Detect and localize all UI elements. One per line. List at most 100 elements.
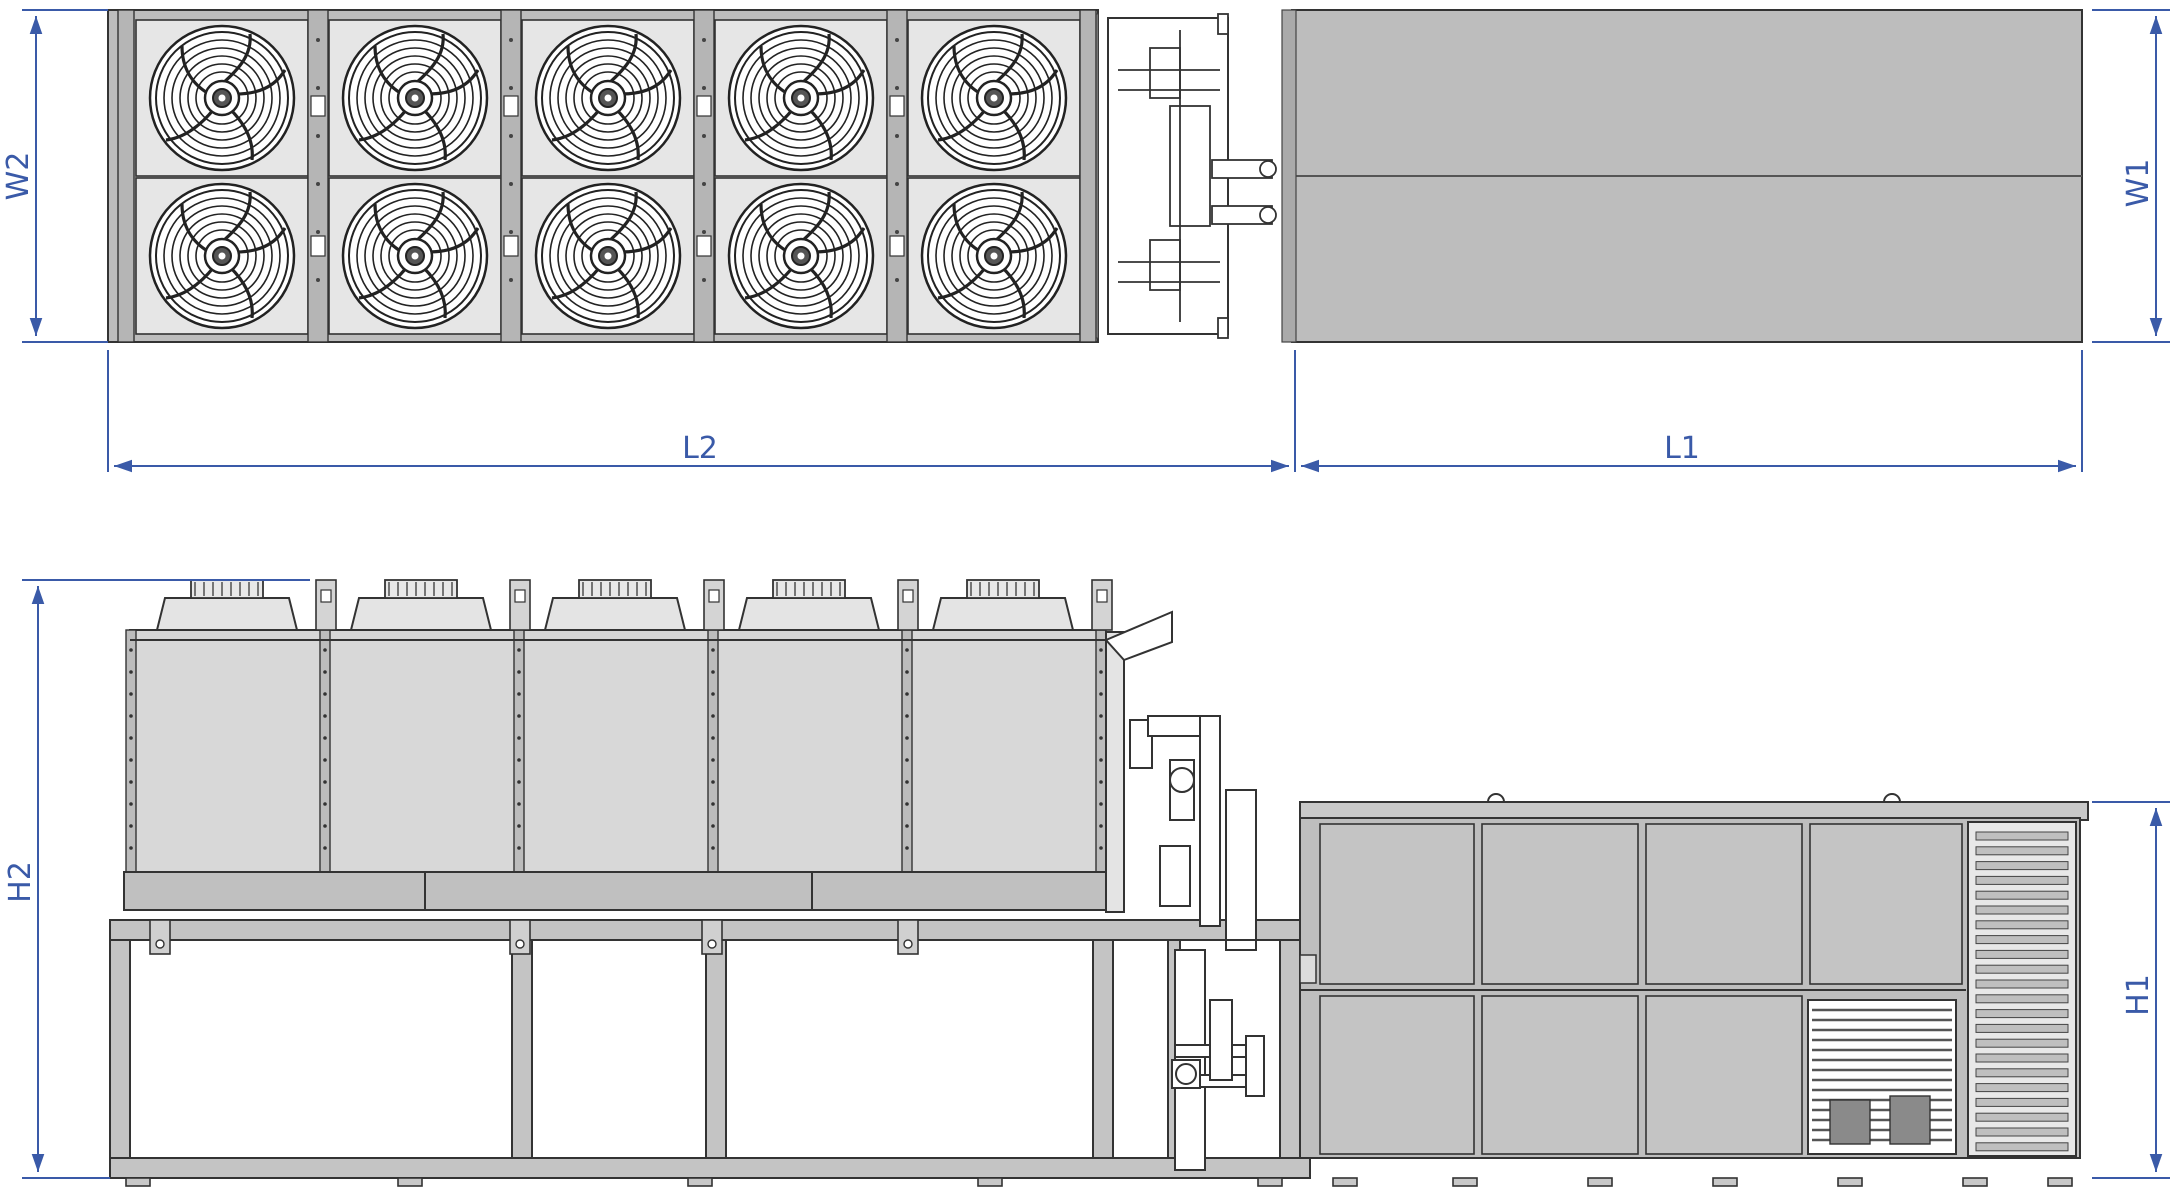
bolt — [129, 758, 133, 762]
bolt — [895, 134, 899, 138]
bolt — [323, 670, 327, 674]
bolt — [316, 134, 320, 138]
mount-bracket — [701, 919, 723, 955]
support-post — [500, 9, 522, 343]
feet-row — [125, 919, 2073, 1187]
side-post — [901, 629, 913, 873]
bolt — [702, 182, 706, 186]
bolt — [711, 648, 715, 652]
louvers — [1975, 831, 2069, 1152]
label-l2: L2 — [682, 431, 718, 466]
louver-slat — [1975, 1112, 2069, 1122]
bolt — [323, 780, 327, 784]
mount-bracket — [897, 919, 919, 955]
dimension-lines — [22, 9, 2170, 1179]
bolt — [509, 182, 513, 186]
label-w2: W2 — [1, 152, 36, 201]
bolt — [316, 230, 320, 234]
bolt — [517, 758, 521, 762]
label-l1: L1 — [1664, 431, 1700, 466]
fan-bracket — [897, 579, 919, 631]
leveling-foot — [1332, 1177, 1358, 1187]
bolt — [905, 780, 909, 784]
leveling-foot — [2047, 1177, 2073, 1187]
leveling-foot — [1587, 1177, 1613, 1187]
dimension-labels: W2 W1 L2 L1 H2 H1 — [1, 152, 2156, 1016]
bolt — [323, 714, 327, 718]
bolt — [702, 278, 706, 282]
bolt — [517, 714, 521, 718]
top-fan-grid — [135, 19, 1081, 335]
bolt — [316, 38, 320, 42]
chiller-panels — [1300, 823, 1966, 1155]
bolt — [905, 714, 909, 718]
louver-slat — [1975, 1068, 2069, 1078]
bolt — [711, 802, 715, 806]
louver-slat — [1975, 979, 2069, 989]
bolt — [905, 846, 909, 850]
bolt — [711, 736, 715, 740]
bolt — [129, 670, 133, 674]
bolt — [517, 824, 521, 828]
junction-box — [1096, 589, 1108, 603]
fan-shroud — [155, 597, 299, 631]
side-post — [319, 629, 331, 873]
bolt — [1099, 670, 1103, 674]
bolt — [702, 230, 706, 234]
fan-icon — [727, 24, 875, 172]
louver-slat — [1975, 920, 2069, 930]
bolt — [509, 86, 513, 90]
bolt — [517, 670, 521, 674]
bolt — [1099, 846, 1103, 850]
louver-slat — [1975, 994, 2069, 1004]
bolt — [129, 824, 133, 828]
bolt — [903, 939, 913, 949]
fan-shroud — [349, 597, 493, 631]
junction-box — [310, 235, 326, 257]
bolt — [1099, 692, 1103, 696]
base-frame — [109, 919, 1311, 1179]
bolt — [1099, 758, 1103, 762]
bolt — [895, 230, 899, 234]
bolt — [707, 939, 717, 949]
fan-bracket — [1091, 579, 1113, 631]
side-fan-heads — [155, 579, 1113, 631]
bolt — [711, 692, 715, 696]
junction-box — [503, 235, 519, 257]
fan-bracket — [703, 579, 725, 631]
bolt — [895, 86, 899, 90]
label-w1: W1 — [2121, 159, 2156, 208]
bolt — [517, 846, 521, 850]
leveling-foot — [125, 1177, 151, 1187]
bolt — [323, 736, 327, 740]
louver-slat — [1975, 1053, 2069, 1063]
bolt — [316, 278, 320, 282]
bolt — [1099, 824, 1103, 828]
bolt — [517, 736, 521, 740]
fan-bracket — [509, 579, 531, 631]
louver-slat — [1975, 1097, 2069, 1107]
valve-piping-top — [1118, 13, 1277, 339]
louver-slat — [1975, 846, 2069, 856]
bolt — [129, 714, 133, 718]
bolt — [1099, 736, 1103, 740]
top-support-posts — [117, 9, 1097, 343]
chiller-module-side — [1299, 793, 2089, 1159]
fan-icon — [148, 182, 296, 330]
bolt — [702, 38, 706, 42]
fan-shroud — [543, 597, 687, 631]
bolt — [702, 86, 706, 90]
junction-box — [310, 95, 326, 117]
bolt — [129, 648, 133, 652]
junction-box — [514, 589, 526, 603]
bolt — [1099, 780, 1103, 784]
leveling-foot — [1257, 1177, 1283, 1187]
fan-grille — [190, 579, 264, 599]
junction-box — [889, 95, 905, 117]
junction-box — [696, 235, 712, 257]
bolt — [517, 648, 521, 652]
louver-slat — [1975, 1127, 2069, 1137]
mount-bracket — [149, 919, 171, 955]
bolt — [1099, 714, 1103, 718]
